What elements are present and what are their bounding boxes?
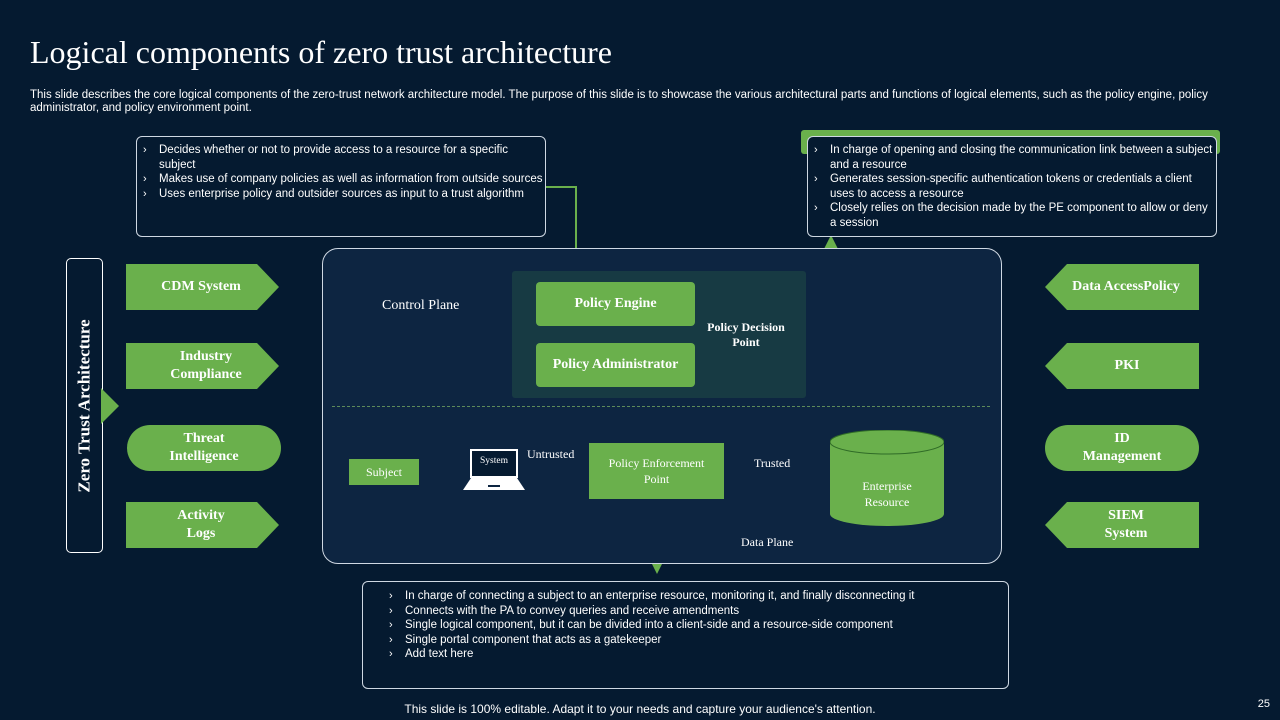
trusted-label: Trusted	[754, 456, 791, 470]
list-item: ›Connects with the PA to convey queries …	[389, 604, 740, 617]
sidebar-title: Zero Trust Architecture	[74, 319, 94, 493]
list-item: ›Closely relies on the decision made by …	[814, 202, 1208, 229]
database-icon	[830, 430, 944, 526]
sidebar-frame: Zero Trust Architecture	[66, 258, 103, 553]
list-item: ›In charge of connecting a subject to an…	[389, 590, 915, 602]
left-item-industry-compliance: Industry Compliance	[170, 349, 242, 382]
siem-system-shape	[1045, 502, 1199, 548]
policy-engine-info-box: ›Decides whether or not to provide acces…	[136, 136, 546, 237]
right-item-data-access-policy: Data AccessPolicy	[1072, 279, 1180, 294]
list-item: ›Decides whether or not to provide acces…	[143, 144, 509, 171]
list-item: ›In charge of opening and closing the co…	[814, 144, 1213, 171]
enterprise-resource-label: Enterprise Resource	[862, 479, 912, 509]
untrusted-label: Untrusted	[527, 447, 575, 461]
right-item-id-management: ID Management	[1045, 425, 1199, 471]
data-access-policy-shape	[1045, 264, 1199, 310]
list-item: ›Generates session-specific authenticati…	[814, 173, 1192, 200]
list-item: ›Makes use of company policies as well a…	[143, 173, 543, 185]
list-item: ›Add text here	[389, 648, 474, 660]
sidebar-pointer-icon	[101, 388, 119, 424]
list-item: ›Single portal component that acts as a …	[389, 633, 662, 646]
list-item: ›Single logical component, but it can be…	[389, 619, 893, 631]
subject-box: Subject	[349, 459, 419, 485]
page-title: Logical components of zero trust archite…	[30, 34, 612, 70]
policy-engine-box: Policy Engine	[536, 282, 695, 326]
policy-administrator-box: Policy Administrator	[536, 343, 695, 387]
left-item-cdm-system: CDM System	[161, 279, 241, 294]
system-label: System	[480, 456, 508, 466]
control-plane-label: Control Plane	[382, 298, 460, 313]
page-number: 25	[1257, 698, 1270, 710]
plane-divider	[332, 406, 990, 407]
pep-info-box: ›In charge of connecting a subject to an…	[362, 581, 1009, 689]
pki-shape	[1045, 343, 1199, 389]
list-item: ›Uses enterprise policy and outsider sou…	[143, 187, 524, 200]
industry-compliance-shape	[126, 343, 279, 389]
cdm-system-shape	[126, 264, 279, 310]
laptop-icon: System	[463, 448, 525, 494]
slide-description: This slide describes the core logical co…	[30, 89, 1208, 114]
footer-note: This slide is 100% editable. Adapt it to…	[404, 702, 876, 716]
left-item-threat-intelligence: Threat Intelligence	[127, 425, 281, 471]
activity-logs-shape	[126, 502, 279, 548]
policy-decision-point-label: Policy Decision Point	[707, 320, 785, 349]
left-item-activity-logs: Activity Logs	[177, 508, 225, 541]
policy-enforcement-point-box: Policy Enforcement Point	[589, 443, 724, 499]
policy-administrator-info-box: ›In charge of opening and closing the co…	[807, 136, 1217, 237]
right-item-siem-system: SIEM System	[1104, 508, 1148, 541]
right-item-pki: PKI	[1114, 358, 1140, 373]
data-plane-label: Data Plane	[741, 535, 794, 549]
